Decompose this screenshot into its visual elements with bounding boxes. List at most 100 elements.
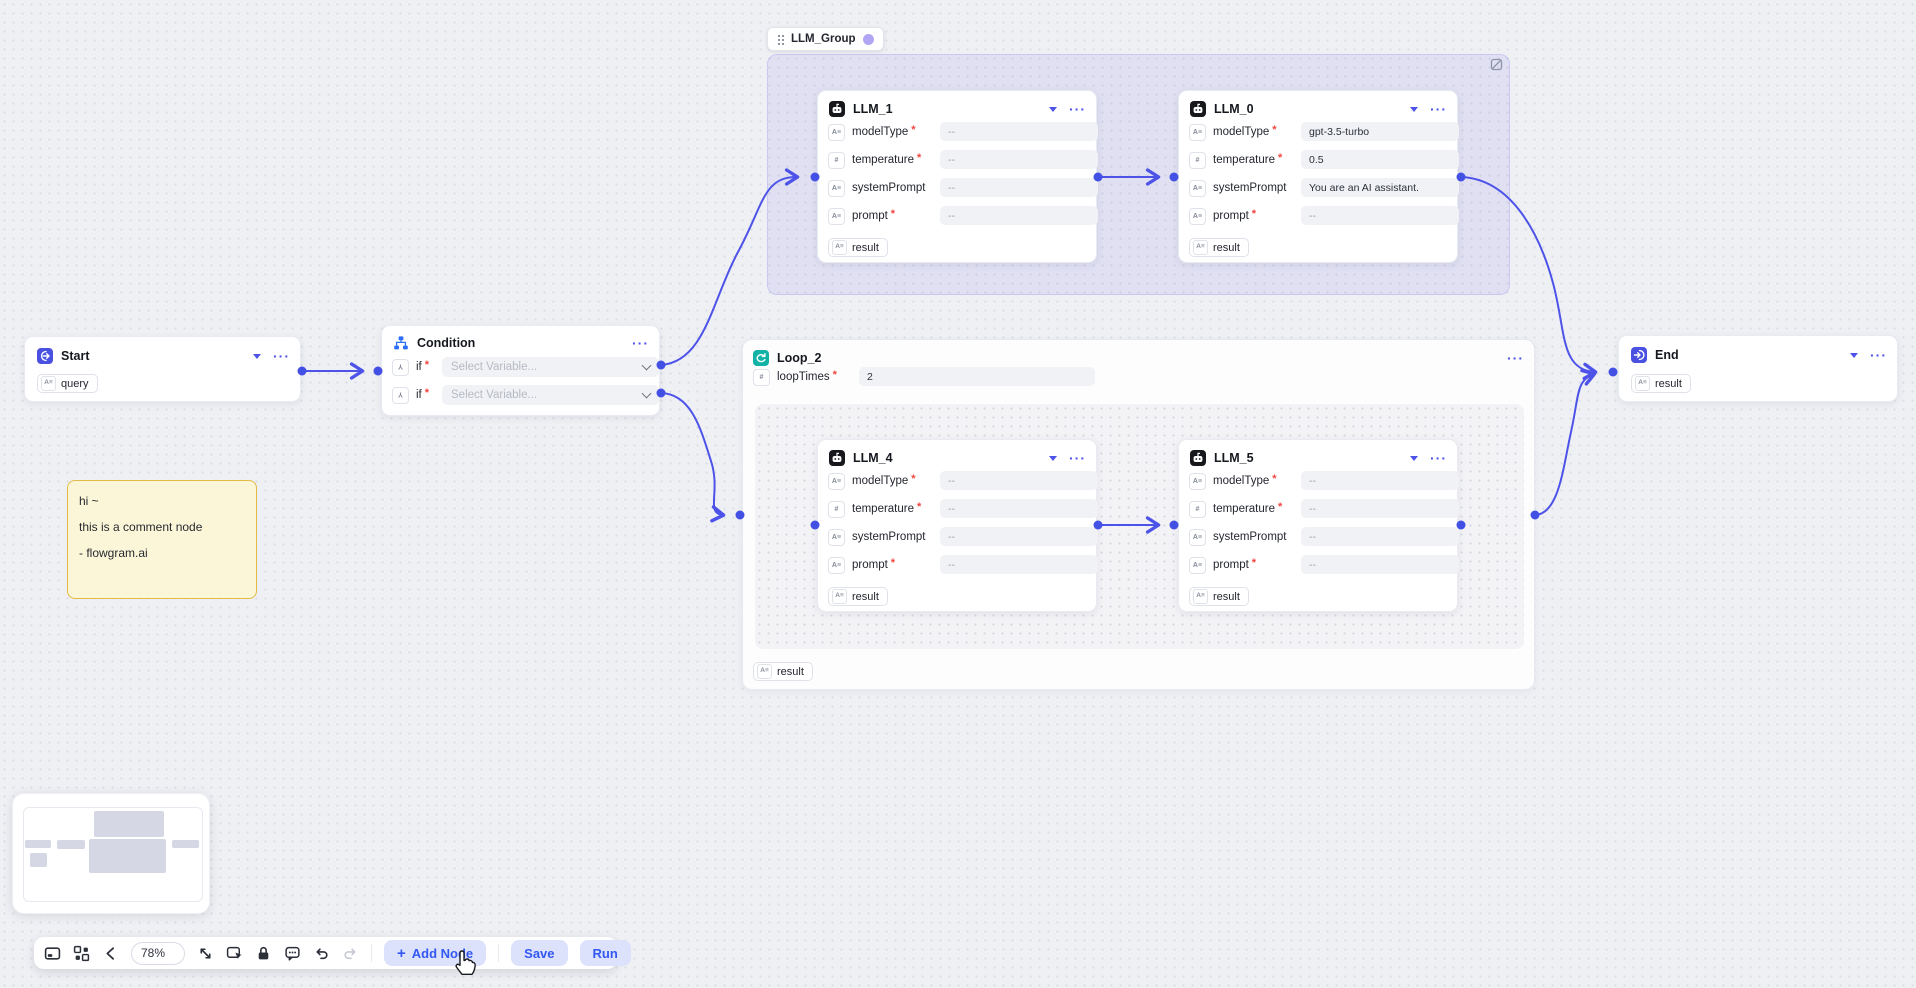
loop-icon [753,350,769,366]
comment-icon[interactable] [284,945,301,962]
lock-icon[interactable] [255,945,272,962]
drag-handle-icon[interactable] [777,33,784,45]
node-menu-icon[interactable]: ··· [1430,450,1447,466]
node-menu-icon[interactable]: ··· [1870,347,1887,363]
end-icon [1631,347,1647,363]
llm-icon [1190,101,1206,117]
undo-icon[interactable] [313,945,330,962]
node-llm-4[interactable]: LLM_4 ··· A≡modelType*-- #temperature*--… [817,439,1098,612]
string-type-icon: A≡ [832,240,847,255]
field-input[interactable]: You are an AI assistant. [1301,178,1459,197]
node-menu-icon[interactable]: ··· [273,348,290,364]
group-color-badge [862,33,874,45]
field-input[interactable]: -- [1301,471,1459,490]
minimap[interactable] [12,793,210,914]
select-placeholder: Select Variable... [451,361,538,373]
field-label: modelType [852,126,909,138]
redo-icon[interactable] [342,945,359,962]
field-input[interactable]: -- [1301,499,1459,518]
field-label: loopTimes [777,371,830,383]
field-input[interactable]: -- [940,555,1098,574]
string-type-icon: A≡ [1189,207,1206,225]
field-input[interactable]: -- [940,122,1098,141]
result-tag: A≡result [828,587,888,606]
variable-select[interactable]: Select Variable... [442,385,659,405]
chevron-down-icon[interactable] [1410,455,1418,461]
node-title: Loop_2 [777,351,822,365]
node-title: Start [61,349,90,363]
node-condition[interactable]: Condition ··· Y if * Select Variable... … [381,325,660,416]
field-input[interactable]: -- [1301,555,1459,574]
field-label: systemPrompt [852,531,926,543]
chevron-down-icon[interactable] [1410,106,1418,112]
node-menu-icon[interactable]: ··· [1069,101,1086,117]
node-title: LLM_1 [853,102,893,116]
field-label: prompt [1213,210,1249,222]
looptimes-input[interactable]: 2 [859,367,1095,386]
variable-select[interactable]: Select Variable... [442,357,659,377]
chevron-down-icon [641,388,652,399]
field-input[interactable]: gpt-3.5-turbo [1301,122,1459,141]
string-type-icon: A≡ [828,528,845,546]
chevron-down-icon[interactable] [1049,455,1057,461]
field-input[interactable]: -- [940,206,1098,225]
field-label: modelType [1213,126,1270,138]
tag-label: result [852,241,879,254]
node-menu-icon[interactable]: ··· [1069,450,1086,466]
field-label: temperature [1213,503,1276,515]
add-node-button[interactable]: + Add Node [384,940,487,966]
node-menu-icon[interactable]: ··· [1430,101,1447,117]
field-input[interactable]: -- [940,471,1098,490]
save-button[interactable]: Save [511,940,568,966]
tag-label: result [1213,590,1240,603]
comment-line: hi ~ [79,494,99,508]
chevron-down-icon[interactable] [1049,106,1057,112]
string-type-icon: A≡ [757,664,772,679]
field-input[interactable]: -- [940,178,1098,197]
field-input[interactable]: -- [940,150,1098,169]
node-llm-0[interactable]: LLM_0 ··· A≡modelType*gpt-3.5-turbo #tem… [1178,90,1459,263]
node-menu-icon[interactable]: ··· [1507,350,1524,366]
llm-icon [1190,450,1206,466]
minimap-node [94,811,164,837]
field-input[interactable]: -- [940,499,1098,518]
edge-condition-loop [660,392,726,523]
field-label: systemPrompt [1213,531,1287,543]
field-label: systemPrompt [852,182,926,194]
chevron-down-icon[interactable] [1850,352,1858,358]
comment-line: this is a comment node [79,520,203,534]
select-mode-icon[interactable] [226,945,243,962]
field-input[interactable]: 0.5 [1301,150,1459,169]
switch-line-style-icon[interactable] [102,945,119,962]
node-start[interactable]: Start ··· A≡ query [24,336,301,402]
select-placeholder: Select Variable... [451,389,538,401]
field-input[interactable]: -- [940,527,1098,546]
llm-group-label[interactable]: LLM_Group [767,27,884,51]
comment-line: - flowgram.ai [79,546,148,560]
condition-row: Y if * Select Variable... [392,357,659,377]
string-type-icon: A≡ [1193,240,1208,255]
start-icon [37,348,53,364]
run-button[interactable]: Run [579,940,631,966]
minimap-toggle-icon[interactable] [44,945,61,962]
number-type-icon: # [1189,500,1206,518]
fit-view-icon[interactable] [197,945,214,962]
zoom-level-input[interactable]: 78% [131,941,185,965]
tag-label: result [1655,377,1682,390]
chevron-down-icon[interactable] [253,353,261,359]
branch-type-icon: Y [392,386,409,404]
auto-layout-icon[interactable] [73,945,90,962]
llm-icon [829,101,845,117]
field-input[interactable]: -- [1301,527,1459,546]
string-type-icon: A≡ [828,179,845,197]
node-menu-icon[interactable]: ··· [632,335,649,351]
field-input[interactable]: -- [1301,206,1459,225]
comment-node[interactable]: hi ~ this is a comment node - flowgram.a… [67,480,257,599]
tag-label: query [61,377,89,390]
node-llm-1[interactable]: LLM_1 ··· A≡modelType*-- #temperature*--… [817,90,1098,263]
node-end[interactable]: End ··· A≡ result [1618,335,1898,402]
node-llm-5[interactable]: LLM_5 ··· A≡modelType*-- #temperature*--… [1178,439,1459,612]
ungroup-icon[interactable] [1490,58,1503,71]
number-type-icon: # [1189,151,1206,169]
